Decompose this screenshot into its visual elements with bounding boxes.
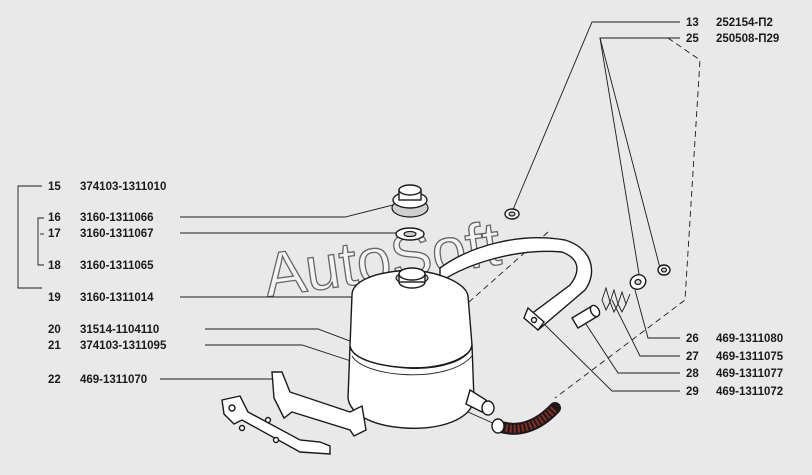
svg-text:19: 19	[48, 292, 61, 304]
leader-28	[581, 317, 680, 374]
svg-text:250508-П29: 250508-П29	[716, 33, 779, 45]
label-28: 28 469-1311077	[686, 368, 783, 380]
label-26: 26 469-1311080	[686, 333, 783, 345]
label-18: 18 3160-1311065	[48, 260, 154, 272]
leader-25a	[599, 37, 680, 269]
bolt-top	[504, 208, 520, 220]
label-29: 29 469-1311072	[686, 386, 783, 398]
label-15: 15 374103-1311010	[48, 181, 166, 193]
leader-25b	[599, 37, 641, 281]
washer	[629, 274, 647, 290]
label-22: 22 469-1311070	[48, 374, 147, 386]
part-labels: 13 252154-П2 25 250508-П29 15 374103-131…	[48, 17, 784, 398]
svg-text:469-1311080: 469-1311080	[716, 333, 783, 345]
label-25: 25 250508-П29	[686, 33, 779, 45]
bracket-16	[37, 217, 44, 266]
svg-text:469-1311077: 469-1311077	[716, 368, 783, 380]
leader-27	[611, 299, 680, 357]
svg-text:469-1311072: 469-1311072	[716, 386, 783, 398]
svg-text:17: 17	[48, 228, 61, 240]
svg-text:3160-1311067: 3160-1311067	[80, 228, 154, 240]
filler-cap	[391, 184, 429, 218]
svg-text:3160-1311065: 3160-1311065	[80, 260, 154, 272]
svg-text:29: 29	[686, 386, 699, 398]
leader-29	[537, 317, 680, 392]
svg-text:3160-1311066: 3160-1311066	[80, 212, 154, 224]
svg-text:13: 13	[686, 17, 699, 29]
spring	[601, 286, 631, 314]
label-20: 20 31514-1104110	[48, 324, 159, 336]
label-16: 16 3160-1311066	[48, 212, 154, 224]
gasket	[395, 227, 425, 241]
outlet-nozzle	[465, 388, 495, 416]
label-19: 19 3160-1311014	[48, 292, 154, 304]
label-17: 17 3160-1311067	[48, 228, 154, 240]
leader-16	[180, 201, 406, 218]
svg-text:3160-1311014: 3160-1311014	[80, 292, 154, 304]
label-21: 21 374103-1311095	[48, 340, 167, 352]
leader-26	[634, 289, 680, 339]
svg-text:22: 22	[48, 374, 61, 386]
svg-text:26: 26	[686, 333, 699, 345]
svg-text:16: 16	[48, 212, 61, 224]
svg-text:374103-1311095: 374103-1311095	[80, 340, 167, 352]
group-brackets	[17, 185, 44, 289]
label-27: 27 469-1311075	[686, 351, 784, 363]
assembly-dash-right	[554, 37, 701, 399]
label-13: 13 252154-П2	[686, 17, 773, 29]
bushing	[571, 304, 601, 329]
svg-text:469-1311075: 469-1311075	[716, 351, 784, 363]
reservoir-tank	[347, 267, 475, 429]
svg-text:21: 21	[48, 340, 61, 352]
svg-text:252154-П2: 252154-П2	[716, 17, 773, 29]
svg-text:31514-1104110: 31514-1104110	[80, 324, 159, 336]
svg-text:469-1311070: 469-1311070	[80, 374, 147, 386]
leader-13	[511, 21, 680, 213]
svg-text:374103-1311010: 374103-1311010	[80, 181, 166, 193]
bracket-15	[17, 185, 42, 289]
svg-text:28: 28	[686, 368, 699, 380]
svg-text:15: 15	[48, 181, 61, 193]
svg-text:20: 20	[48, 324, 61, 336]
svg-text:25: 25	[686, 33, 699, 45]
lower-bracket	[221, 371, 367, 455]
nut-right	[657, 264, 671, 276]
hanger-strap	[439, 237, 593, 332]
svg-text:18: 18	[48, 260, 61, 272]
hose	[491, 402, 561, 435]
svg-text:27: 27	[686, 351, 699, 363]
